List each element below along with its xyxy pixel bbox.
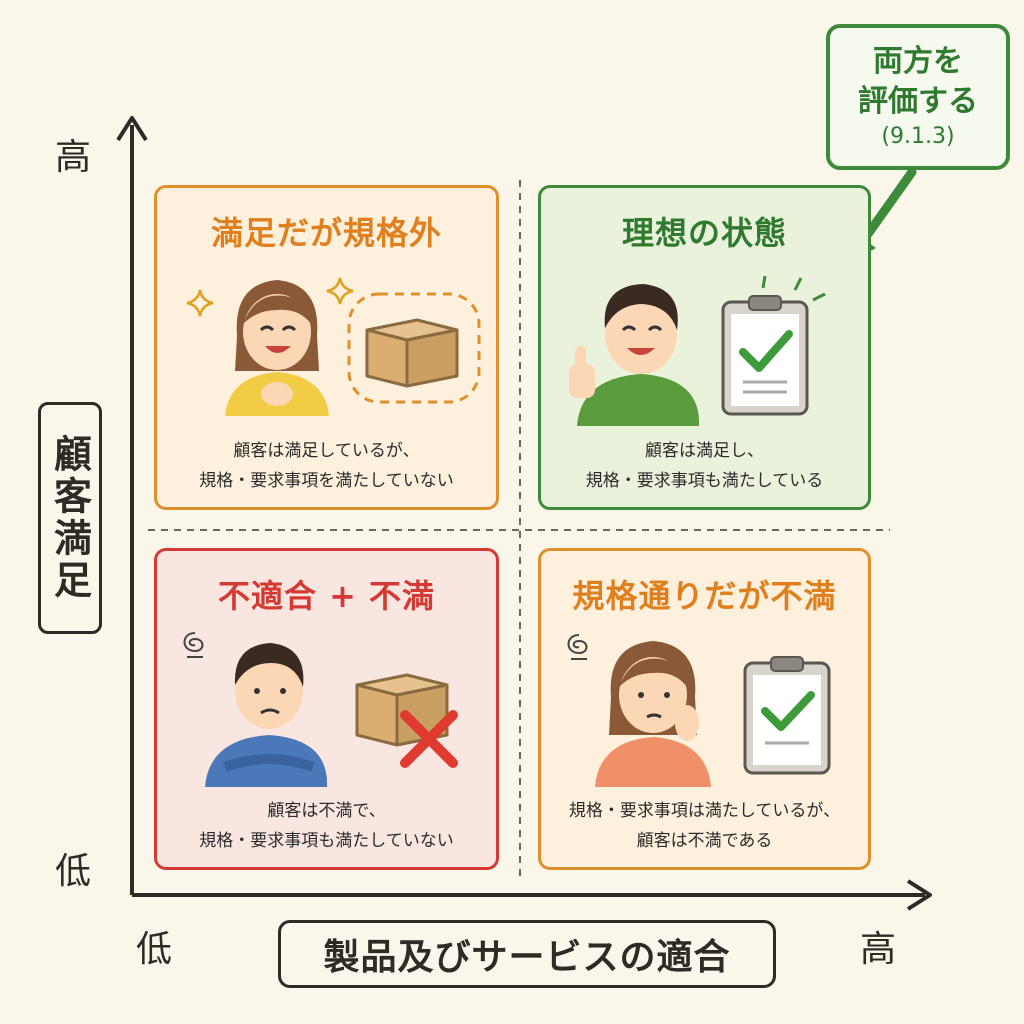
y-axis-high-label: 高 xyxy=(55,137,92,178)
quadrant-description-line-1: 顧客は満足し、 xyxy=(645,441,764,461)
quadrant-description-line-1: 顧客は満足しているが、 xyxy=(233,441,420,461)
box-icon xyxy=(355,673,449,747)
callout-line-2: 評価する xyxy=(858,84,978,119)
callout-line-1: 両方を xyxy=(873,44,963,79)
quadrant-description-line-2: 規格・要求事項を満たしていない xyxy=(199,471,454,491)
happy-woman-icon xyxy=(225,280,329,416)
y-axis-title: 顧客満足 xyxy=(38,402,102,634)
quadrant-description-line-1: 規格・要求事項は満たしているが、 xyxy=(568,801,841,821)
quadrant-title: 不適合 + 不満 xyxy=(217,577,436,615)
x-axis-high-label: 高 xyxy=(860,929,897,970)
quadrant-title: 理想の状態 xyxy=(621,214,787,252)
clipboard-check-icon xyxy=(743,656,831,775)
red-x-icon xyxy=(400,710,458,768)
quadrant-description-line-2: 顧客は不満である xyxy=(636,831,773,851)
x-axis-title: 製品及びサービスの適合 xyxy=(278,920,776,988)
sparkle-icon xyxy=(186,289,214,317)
quadrant-description-line-2: 規格・要求事項も満たしていない xyxy=(199,831,454,851)
worry-scribble-icon xyxy=(183,632,204,658)
quadrant-conforming-dissatisfied: 規格通りだが不満 規格・要求事項は満たしているが、 顧客は不満である xyxy=(538,548,871,870)
y-axis-title-text: 顧客満足 xyxy=(47,434,92,602)
quadrant-description-line-1: 顧客は不満で、 xyxy=(267,801,386,821)
callout-line-3: (9.1.3) xyxy=(881,124,955,149)
worried-woman-icon xyxy=(595,641,711,787)
clipboard-check-icon xyxy=(721,275,826,416)
quadrant-title: 規格通りだが不満 xyxy=(572,577,837,615)
quadrant-nonconforming-dissatisfied: 不適合 + 不満 顧客は不満で、 規格・要求事項も満たしていない xyxy=(154,548,499,870)
evaluate-both-callout: 両方を 評価する (9.1.3) xyxy=(826,24,1010,170)
box-icon xyxy=(347,292,481,404)
quadrant-satisfied-nonconforming: 満足だが規格外 顧客は満足しているが、 規格・要求事項を満たしていない xyxy=(154,185,499,510)
x-axis-title-text: 製品及びサービスの適合 xyxy=(323,937,731,978)
worry-scribble-icon xyxy=(567,634,588,660)
upset-man-icon xyxy=(205,643,328,787)
thumbs-up-man-icon xyxy=(569,284,700,426)
quadrant-ideal-state: 理想の状態 顧客は満足し、 規格・要求事項も満たしている xyxy=(538,185,871,510)
sparkle-icon xyxy=(326,277,354,305)
y-axis-low-label: 低 xyxy=(55,851,92,892)
quadrant-title: 満足だが規格外 xyxy=(210,214,442,252)
quadrant-description-line-2: 規格・要求事項も満たしている xyxy=(585,471,824,491)
x-axis-low-label: 低 xyxy=(136,929,173,970)
